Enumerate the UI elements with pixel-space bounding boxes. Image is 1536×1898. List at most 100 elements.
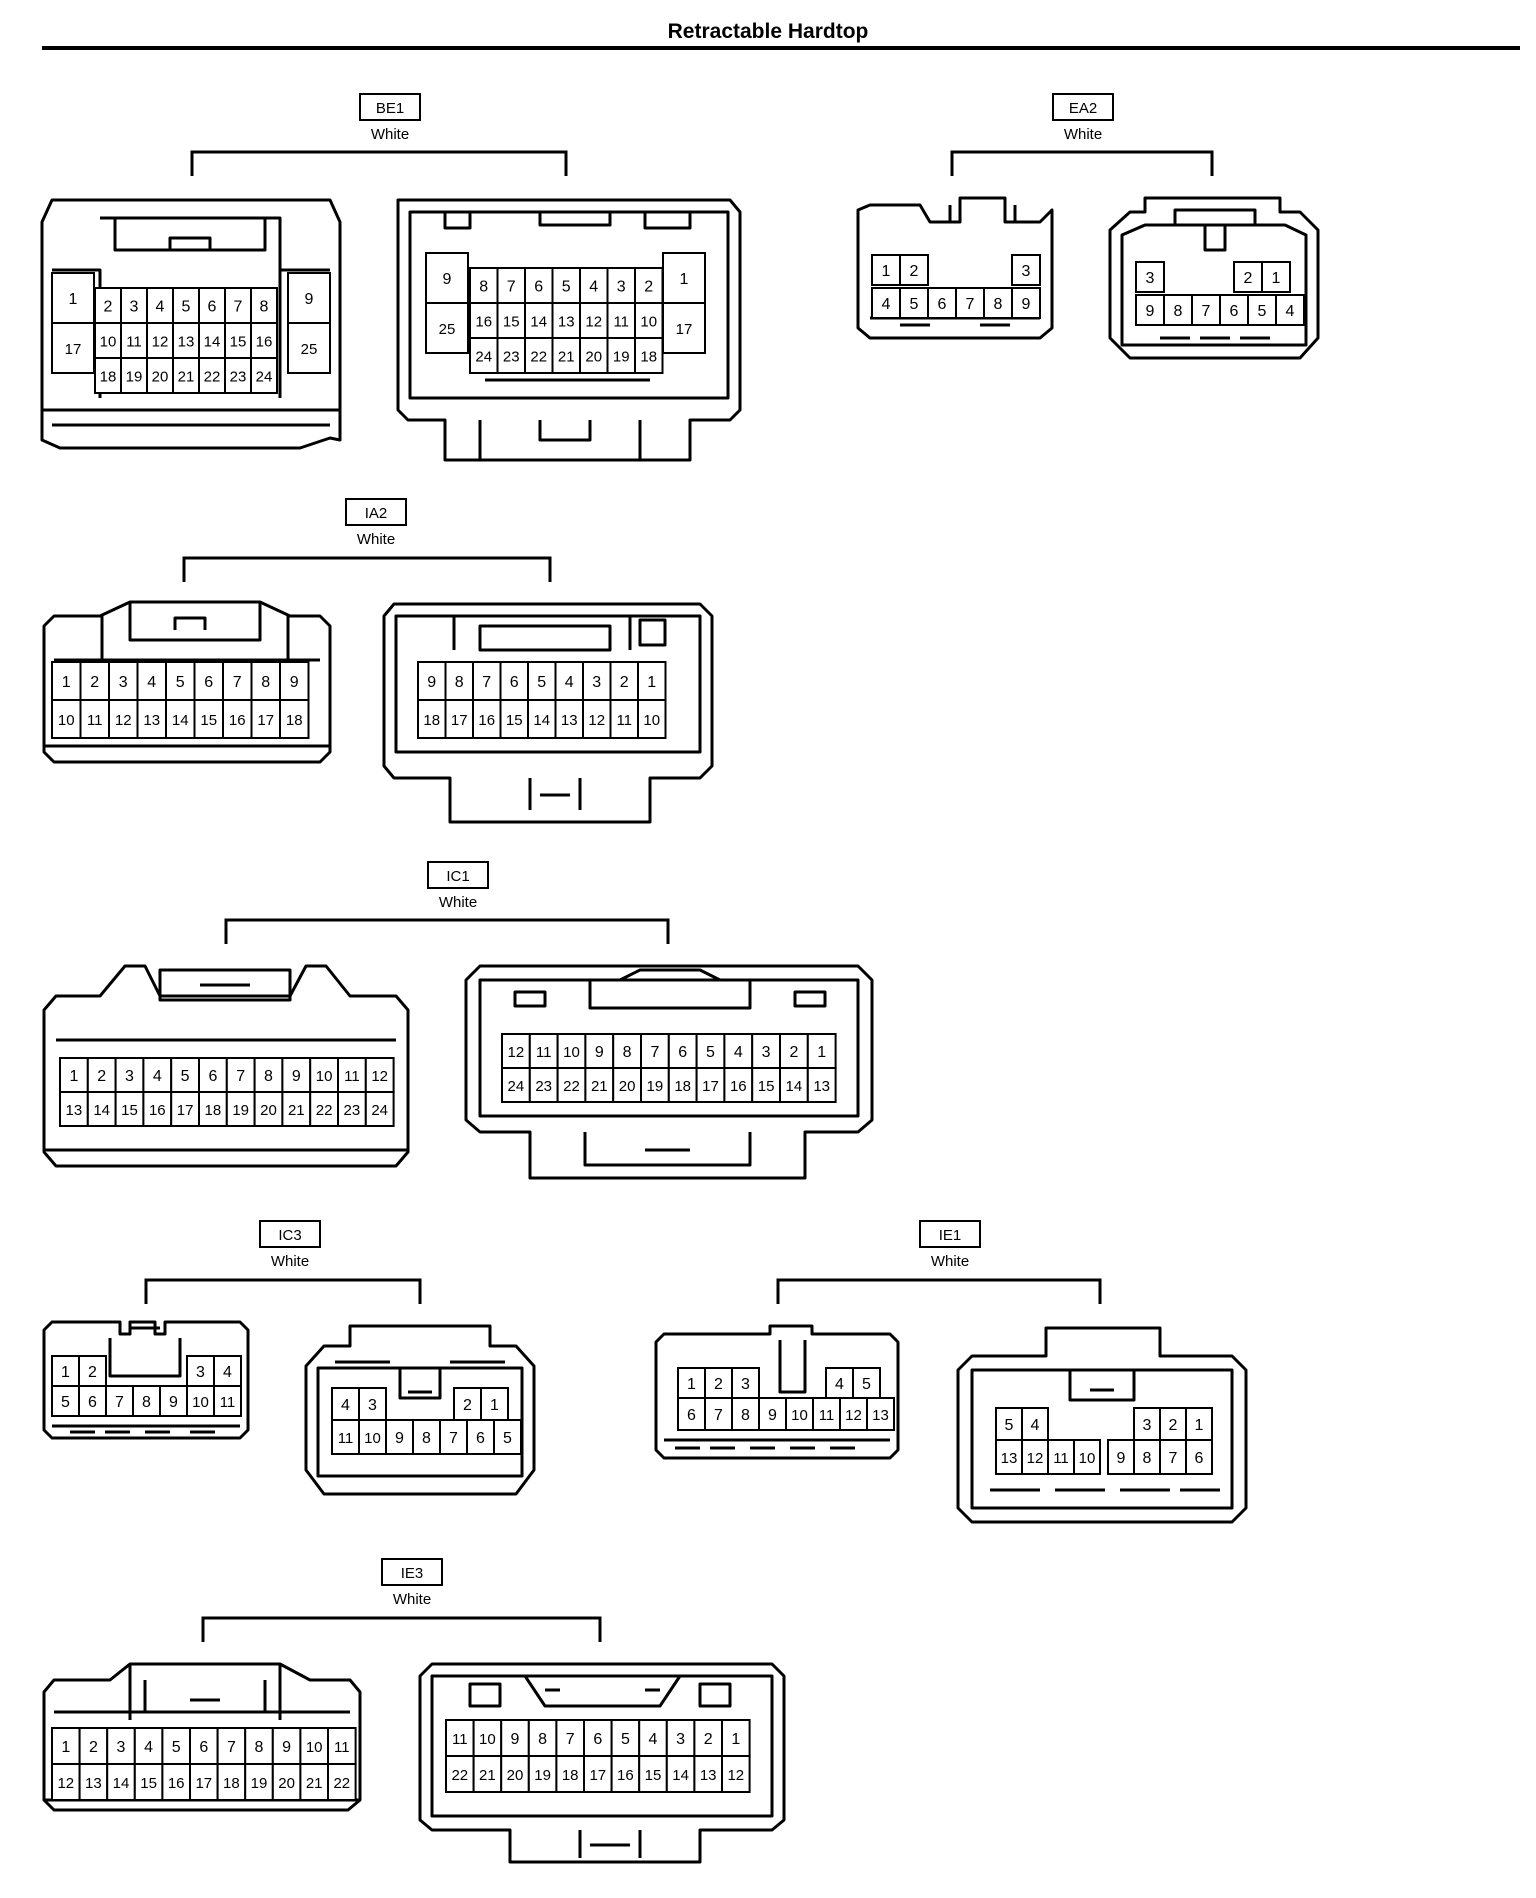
connector-latch-outline [664, 1340, 890, 1450]
pin-number: 12 [152, 334, 169, 351]
pin-number: 5 [537, 674, 546, 691]
pin-number: 24 [475, 349, 492, 366]
pin-cell: 15 [496, 302, 526, 339]
pin-cell: 6 [524, 267, 554, 304]
pin-cell: 24 [469, 337, 499, 374]
pin-cell: 18 [417, 699, 447, 739]
pin-cell: 8 [250, 661, 281, 701]
pin-number: 4 [589, 279, 598, 296]
pin-number: 2 [104, 299, 113, 316]
connector-id: BE1 [376, 100, 404, 117]
pin-number: 4 [144, 1739, 153, 1756]
pin-number: 20 [507, 1767, 524, 1784]
pin-cell: 1 [637, 661, 667, 701]
pin-number: 4 [649, 1731, 658, 1748]
connector-body-outline [418, 1662, 786, 1864]
pin-cell: 20 [612, 1067, 643, 1103]
connector-body-outline [1108, 196, 1320, 360]
pin-cell: 8 [444, 661, 474, 701]
pin-number: 1 [687, 1376, 696, 1393]
pin-number: 15 [503, 314, 520, 331]
pin-number: 2 [644, 279, 653, 296]
connector-id: IE1 [939, 1227, 962, 1244]
pin-number: 4 [223, 1364, 232, 1381]
pin-cell: 9 [417, 661, 447, 701]
pin-cell: 12 [1021, 1439, 1049, 1475]
connector-color: White [439, 894, 477, 911]
pin-number: 13 [558, 314, 575, 331]
pin-number: 3 [741, 1376, 750, 1393]
pin-number: 12 [845, 1407, 862, 1424]
pin-cell: 9 [1011, 287, 1041, 319]
pin-cell: 10 [51, 699, 82, 739]
pin-cell: 17 [170, 1091, 200, 1127]
pin-number: 7 [234, 299, 243, 316]
connector-bracket [182, 556, 552, 582]
pin-number: 5 [176, 674, 185, 691]
pin-number: 11 [338, 1430, 354, 1447]
pin-cell: 19 [527, 1755, 558, 1793]
pin-cell: 2 [94, 287, 122, 324]
pin-number: 18 [674, 1078, 691, 1095]
pin-cell: 3 [1011, 254, 1041, 286]
pin-cell: 7 [216, 1727, 247, 1765]
pin-number: 6 [534, 279, 543, 296]
pin-number: 6 [88, 1394, 97, 1411]
pin-number: 7 [1169, 1450, 1178, 1467]
pin-cell: 5 [527, 661, 557, 701]
pin-number: 6 [938, 296, 947, 313]
pin-cell: 10 [785, 1397, 814, 1431]
pin-cell: 15 [499, 699, 529, 739]
pin-cell: 24 [364, 1091, 395, 1127]
pin-number: 1 [647, 674, 656, 691]
pin-number: 24 [371, 1102, 388, 1119]
connector-color: White [931, 1253, 969, 1270]
pin-number: 15 [200, 712, 217, 729]
pin-cell: 6 [583, 1719, 613, 1757]
pin-cell: 6 [466, 1419, 495, 1455]
pin-number: 11 [613, 314, 629, 331]
pin-number: 5 [182, 299, 191, 316]
pin-cell: 6 [1219, 294, 1249, 326]
pin-number: 11 [87, 712, 103, 729]
pin-number: 7 [966, 296, 975, 313]
pin-number: 1 [69, 291, 78, 308]
pin-number: 2 [789, 1044, 798, 1061]
pin-cell: 2 [79, 661, 110, 701]
pin-number: 9 [595, 1044, 604, 1061]
pin-cell: 5 [170, 1057, 200, 1093]
pin-number: 1 [61, 1739, 70, 1756]
pin-cell: 6 [667, 1033, 698, 1069]
connector-id: IA2 [365, 505, 388, 522]
pin-cell: 5 [695, 1033, 726, 1069]
pin-number: 8 [422, 1430, 431, 1447]
pin-number: 6 [1195, 1450, 1204, 1467]
pin-cell: 13 [78, 1763, 109, 1801]
pin-number: 7 [566, 1731, 575, 1748]
pin-number: 8 [1174, 303, 1183, 320]
pin-number: 17 [589, 1767, 606, 1784]
pin-number: 12 [1027, 1450, 1044, 1467]
pin-cell: 9 [279, 661, 310, 701]
pin-number: 24 [508, 1078, 525, 1095]
connector-latch-outline [44, 968, 408, 1152]
pin-cell: 2 [899, 254, 929, 286]
pin-cell: 8 [612, 1033, 643, 1069]
pin-cell: 21 [584, 1067, 615, 1103]
pin-cell: 18 [94, 357, 122, 394]
connector-bracket [144, 1278, 422, 1304]
pin-number: 6 [593, 1731, 602, 1748]
pin-number: 13 [872, 1407, 889, 1424]
pin-number: 9 [427, 674, 436, 691]
pin-cell: 7 [1191, 294, 1221, 326]
pin-number: 7 [115, 1394, 124, 1411]
pin-cell: 3 [731, 1367, 760, 1399]
pin-cell: 19 [225, 1091, 256, 1127]
pin-cell: 16 [469, 302, 499, 339]
pin-number: 6 [687, 1407, 696, 1424]
pin-cell: 5 [493, 1419, 522, 1455]
connector-body-outline [464, 964, 874, 1180]
pin-cell: 10 [358, 1419, 387, 1455]
pin-cell: 3 [606, 267, 636, 304]
